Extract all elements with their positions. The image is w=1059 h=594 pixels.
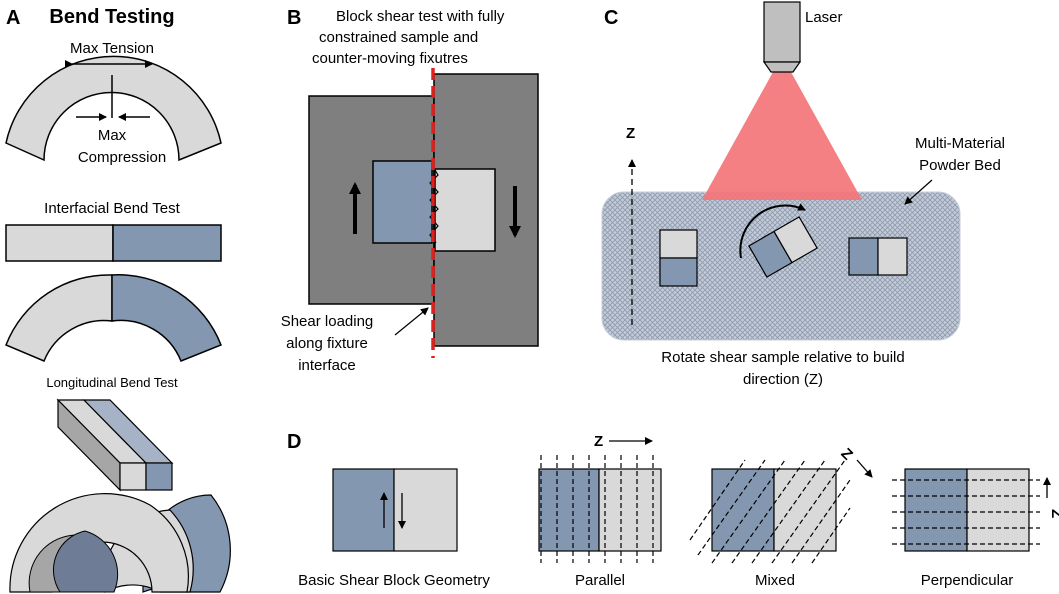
max-compression-label-1: Max <box>98 127 127 144</box>
shear-loading-pointer <box>394 307 429 336</box>
panel-a: A Bend Testing Max Tension Max Compressi… <box>5 6 231 593</box>
parallel-caption: Parallel <box>575 572 625 589</box>
perpendicular-z-label: Z <box>1048 509 1059 518</box>
interfacial-title: Interfacial Bend Test <box>44 200 180 217</box>
mixed-z-label: Z <box>837 445 856 464</box>
sample-rotated <box>748 216 818 278</box>
mixed-z-arrow <box>856 459 873 478</box>
longitudinal-bar <box>56 398 174 492</box>
panel-c-caption-2: direction (Z) <box>743 371 823 388</box>
bend-testing-title: Bend Testing <box>49 6 174 28</box>
panel-d-letter: D <box>287 431 301 453</box>
laser-head <box>762 1 802 73</box>
sample-vertical <box>659 229 698 287</box>
panel-b: B Block shear test with fully constraine… <box>281 7 539 374</box>
block-shear-caption-2: constrained sample and <box>319 29 478 46</box>
mixed-block <box>689 459 851 564</box>
max-compression-label-2: Compression <box>78 149 166 166</box>
laser-label: Laser <box>805 9 843 26</box>
perpendicular-caption: Perpendicular <box>921 572 1014 589</box>
panel-b-letter: B <box>287 7 301 29</box>
interfacial-arc-gray <box>5 274 113 362</box>
panel-c-caption-1: Rotate shear sample relative to build <box>661 349 904 366</box>
powder-bed-label-1: Multi-Material <box>915 135 1005 152</box>
basic-caption: Basic Shear Block Geometry <box>298 572 490 589</box>
basic-shear-block <box>332 468 458 552</box>
shear-sample-gray <box>434 168 496 252</box>
bend-arc-gray <box>5 55 222 162</box>
panel-c-letter: C <box>604 7 618 29</box>
longitudinal-arch <box>9 493 231 593</box>
panel-d: D Basic Shear Block Geometry Z <box>287 431 1059 589</box>
shear-loading-note-1: Shear loading <box>281 313 374 330</box>
shear-loading-note-3: interface <box>298 357 356 374</box>
perpendicular-block <box>892 468 1040 552</box>
powder-bed-pointer <box>904 179 933 205</box>
longitudinal-title: Longitudinal Bend Test <box>46 375 178 390</box>
powder-bed-label-2: Powder Bed <box>919 157 1001 174</box>
interfacial-bar-gray <box>5 224 114 262</box>
parallel-block <box>538 455 662 563</box>
shear-sample-blue <box>372 160 433 244</box>
shear-loading-note-2: along fixture <box>286 335 368 352</box>
interfacial-arc-blue <box>111 274 222 362</box>
panel-c: C Laser Z Multi-Material Powder Bed <box>601 1 1005 388</box>
sample-horizontal <box>848 237 908 276</box>
parallel-z-label: Z <box>594 433 603 450</box>
laser-beam <box>702 72 862 200</box>
max-tension-label: Max Tension <box>70 40 154 57</box>
panel-a-letter: A <box>6 7 20 29</box>
block-shear-caption-1: Block shear test with fully <box>336 8 505 25</box>
interfacial-bar-blue <box>112 224 222 262</box>
z-axis-label: Z <box>626 125 635 142</box>
mixed-caption: Mixed <box>755 572 795 589</box>
block-shear-caption-3: counter-moving fixutres <box>312 50 468 67</box>
rotation-arrow <box>739 203 806 259</box>
